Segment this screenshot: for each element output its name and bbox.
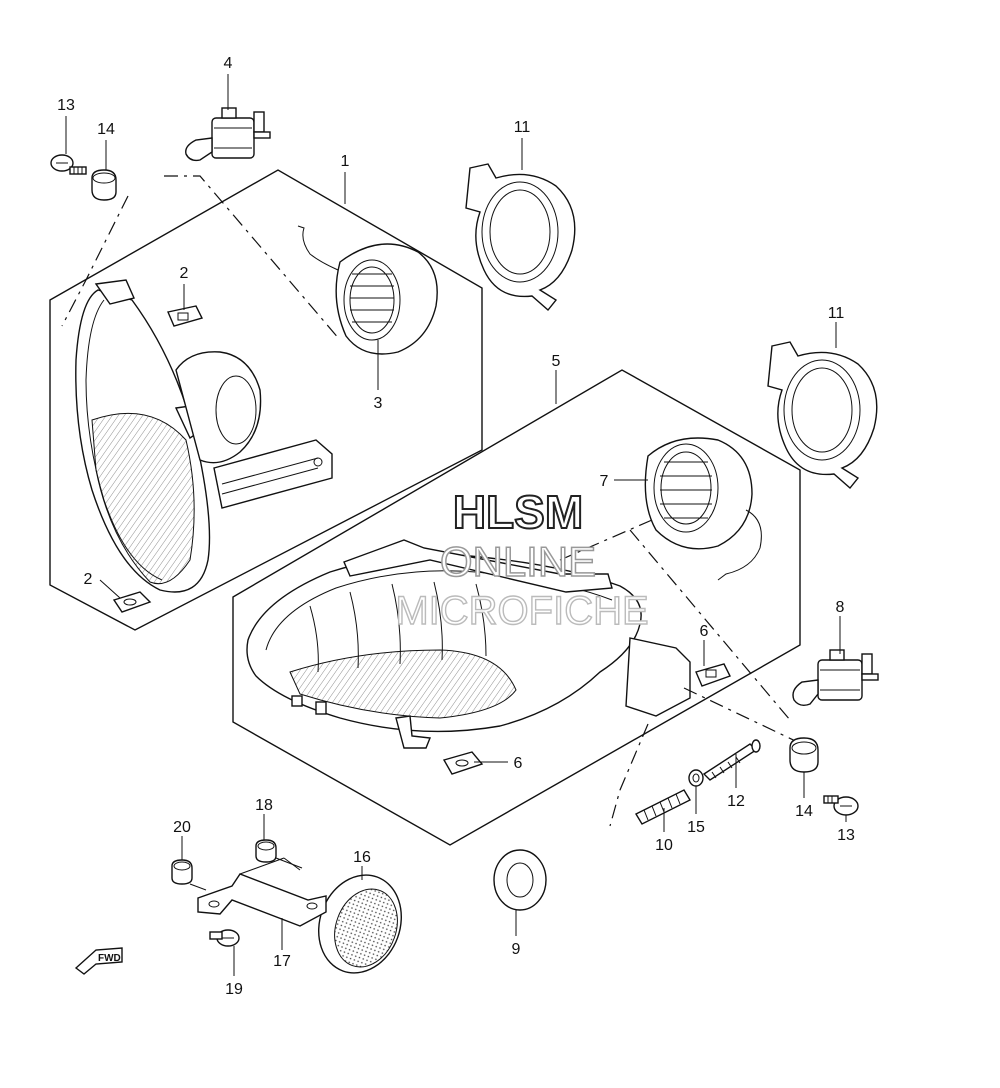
callout-2: 2 xyxy=(84,571,93,588)
callout-12: 12 xyxy=(727,793,745,810)
bulb-left xyxy=(185,107,271,162)
clip-left-lower xyxy=(112,591,152,613)
reflector xyxy=(318,874,402,974)
callout-14: 14 xyxy=(97,121,115,138)
watermark-line-3: MICROFICHE xyxy=(395,589,648,633)
rubber-ring xyxy=(493,849,547,911)
callout-9: 9 xyxy=(512,941,521,958)
callout-1: 1 xyxy=(341,153,350,170)
callout-17: 17 xyxy=(273,953,291,970)
watermark-line-1: HLSM xyxy=(453,486,583,538)
callout-6: 6 xyxy=(514,755,523,772)
bulb-socket-right xyxy=(644,437,762,581)
clip-left-upper xyxy=(167,305,204,327)
callout-2: 2 xyxy=(180,265,189,282)
assembly-frame-right xyxy=(232,369,801,846)
callout-8: 8 xyxy=(836,599,845,616)
grommet-top-left xyxy=(91,169,117,201)
headlamp-right xyxy=(246,539,691,749)
callout-4: 4 xyxy=(224,55,233,72)
callout-labels: 4 13 14 1 11 2 3 2 11 5 7 8 6 6 12 14 13… xyxy=(57,55,855,998)
nut-18 xyxy=(255,839,277,863)
clip-right-upper xyxy=(695,663,731,687)
assembly-frame-left xyxy=(49,169,483,631)
bulb-cap-lower xyxy=(767,341,878,490)
clip-right-lower xyxy=(442,751,484,775)
callout-11: 11 xyxy=(514,119,531,136)
callout-5: 5 xyxy=(552,353,561,370)
bulb-right xyxy=(792,649,879,707)
nut-20 xyxy=(171,859,193,885)
callout-10: 10 xyxy=(655,837,673,854)
callout-13: 13 xyxy=(837,827,855,844)
fwd-arrow-icon: FWD xyxy=(74,947,123,975)
headlamp-left xyxy=(75,279,333,593)
callout-3: 3 xyxy=(374,395,383,412)
screw-right xyxy=(823,795,859,816)
adjusting-screw xyxy=(702,739,761,781)
callout-16: 16 xyxy=(353,849,371,866)
callout-7: 7 xyxy=(600,473,609,490)
watermark-line-2: ONLINE xyxy=(440,538,596,585)
spring xyxy=(635,789,691,825)
callout-14: 14 xyxy=(795,803,813,820)
watermark: HLSM ONLINE MICROFICHE xyxy=(395,485,650,634)
callout-11: 11 xyxy=(828,305,845,322)
leader-lines xyxy=(65,74,847,976)
bulb-socket-left xyxy=(297,225,438,355)
callout-13: 13 xyxy=(57,97,75,114)
callout-18: 18 xyxy=(255,797,273,814)
callout-15: 15 xyxy=(687,819,705,836)
washer xyxy=(688,769,704,787)
bulb-cap-upper xyxy=(465,163,576,312)
callout-6: 6 xyxy=(700,623,709,640)
grommet-right xyxy=(789,737,819,773)
bracket xyxy=(197,857,327,927)
callout-20: 20 xyxy=(173,819,191,836)
screw-19 xyxy=(209,929,240,947)
callout-19: 19 xyxy=(225,981,243,998)
fwd-label: FWD xyxy=(98,953,121,964)
screw-top-left xyxy=(50,154,87,175)
